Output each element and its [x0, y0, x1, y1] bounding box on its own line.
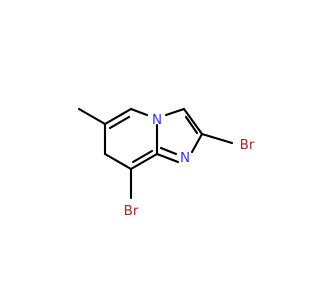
- bond-n1-c8a-inner: [159, 146, 178, 156]
- atom-label-n-ring: N: [180, 150, 190, 166]
- molecule-drawing: N N Br Br: [77, 107, 255, 219]
- bond-c2-n1: [190, 132, 204, 154]
- bond-c5-c6: [103, 107, 133, 126]
- bond-c8-c8a-inner: [131, 149, 154, 164]
- bond-c3-c2: [182, 107, 204, 136]
- bond-n4-c3: [164, 107, 186, 117]
- bond-c8-c8a: [129, 152, 159, 171]
- bond-c7-c8: [103, 152, 133, 171]
- atom-label-n-bridgehead: N: [152, 112, 162, 128]
- bond-c6-methyl: [77, 107, 107, 126]
- atom-label-br-2: Br: [240, 137, 255, 153]
- bond-c2-br: [200, 132, 234, 145]
- bond-n1-c8a: [155, 152, 180, 164]
- structure-canvas: N N Br Br: [77, 107, 255, 219]
- bond-c5-n4: [129, 107, 149, 117]
- bond-c3-c2-inner: [184, 115, 199, 135]
- bond-c5-c6-inner: [108, 115, 131, 130]
- atom-label-br-8: Br: [124, 203, 139, 219]
